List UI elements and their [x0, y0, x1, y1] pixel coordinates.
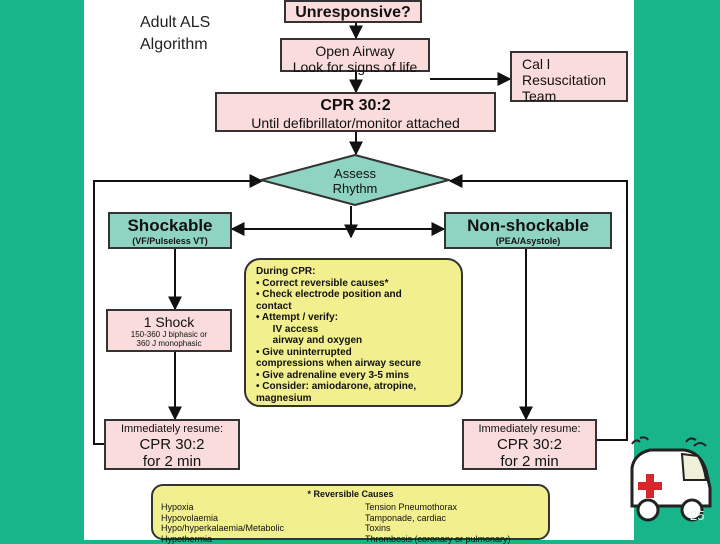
during-cpr-item: contact [256, 301, 451, 313]
reversible-cause: Hypothermia [161, 534, 284, 544]
reversible-cause: Tamponade, cardiac [365, 513, 511, 524]
during-cpr-item: • Give adrenaline every 3-5 mins [256, 370, 451, 382]
reversible-causes-left: Hypoxia Hypovolaemia Hypo/hyperkalaemia/… [161, 502, 284, 544]
reversible-cause: Thrombosis (coronary or pulmonary) [365, 534, 511, 544]
assess-rhythm-text: Assess Rhythm [300, 166, 410, 196]
during-cpr-item: • Correct reversible causes* [256, 278, 451, 290]
team-label: Team [522, 88, 626, 104]
node-non-shockable: Non-shockable (PEA/Asystole) [444, 212, 612, 249]
resume-right-duration: for 2 min [464, 453, 595, 470]
shock-label: 1 Shock [108, 314, 230, 330]
rhythm-label: Rhythm [300, 181, 410, 196]
non-shockable-sub-label: (PEA/Asystole) [446, 236, 610, 246]
reversible-cause: Tension Pneumothorax [365, 502, 511, 513]
resume-right-heading: Immediately resume: [464, 423, 595, 436]
during-cpr-heading: During CPR: [256, 266, 451, 278]
reversible-cause: Hypoxia [161, 502, 284, 513]
node-shockable: Shockable (VF/Pulseless VT) [108, 212, 232, 249]
during-cpr-item: • Check electrode position and [256, 289, 451, 301]
during-cpr-item: • Attempt / verify: [256, 312, 451, 324]
reversible-cause: Hypo/hyperkalaemia/Metabolic [161, 523, 284, 534]
node-resume-left: Immediately resume: CPR 30:2 for 2 min [104, 419, 240, 470]
shock-energy-biphasic: 150-360 J biphasic or [108, 330, 230, 339]
during-cpr-item: • Give uninterrupted [256, 347, 451, 359]
node-call-resuscitation-team: Cal l Resuscitation Team [510, 51, 628, 102]
reversible-cause: Hypovolaemia [161, 513, 284, 524]
shockable-sub-label: (VF/Pulseless VT) [110, 236, 230, 246]
shockable-label: Shockable [110, 216, 230, 236]
node-unresponsive: Unresponsive? [284, 0, 422, 23]
during-cpr-item: IV access [256, 324, 451, 336]
resuscitation-label: Resuscitation [522, 72, 626, 88]
unresponsive-label: Unresponsive? [286, 4, 420, 22]
shock-energy-monophasic: 360 J monophasic [108, 339, 230, 348]
during-cpr-item: • Consider: amiodarone, atropine, [256, 381, 451, 393]
non-shockable-label: Non-shockable [446, 216, 610, 236]
open-airway-label: Open Airway [282, 43, 428, 59]
node-resume-right: Immediately resume: CPR 30:2 for 2 min [462, 419, 597, 470]
reversible-causes-box: * Reversible Causes Hypoxia Hypovolaemia… [151, 484, 550, 540]
resume-right-cpr: CPR 30:2 [464, 436, 595, 453]
until-defibrillator-label: Until defibrillator/monitor attached [217, 115, 494, 131]
assess-label: Assess [300, 166, 410, 181]
page-number: 25 [690, 508, 704, 523]
signs-of-life-label: Look for signs of life [282, 59, 428, 75]
during-cpr-item: airway and oxygen [256, 335, 451, 347]
reversible-cause: Toxins [365, 523, 511, 534]
reversible-causes-right: Tension Pneumothorax Tamponade, cardiac … [365, 502, 511, 544]
node-open-airway: Open Airway Look for signs of life [280, 38, 430, 72]
cpr-label: CPR 30:2 [217, 97, 494, 115]
during-cpr-item: magnesium [256, 393, 451, 405]
call-label: Cal l [522, 56, 626, 72]
resume-left-cpr: CPR 30:2 [106, 436, 238, 453]
resume-left-heading: Immediately resume: [106, 423, 238, 436]
resume-left-duration: for 2 min [106, 453, 238, 470]
node-1-shock: 1 Shock 150-360 J biphasic or 360 J mono… [106, 309, 232, 352]
reversible-causes-heading: * Reversible Causes [153, 489, 548, 499]
during-cpr-box: During CPR: • Correct reversible causes*… [244, 258, 463, 407]
during-cpr-item: compressions when airway secure [256, 358, 451, 370]
node-cpr: CPR 30:2 Until defibrillator/monitor att… [215, 92, 496, 132]
